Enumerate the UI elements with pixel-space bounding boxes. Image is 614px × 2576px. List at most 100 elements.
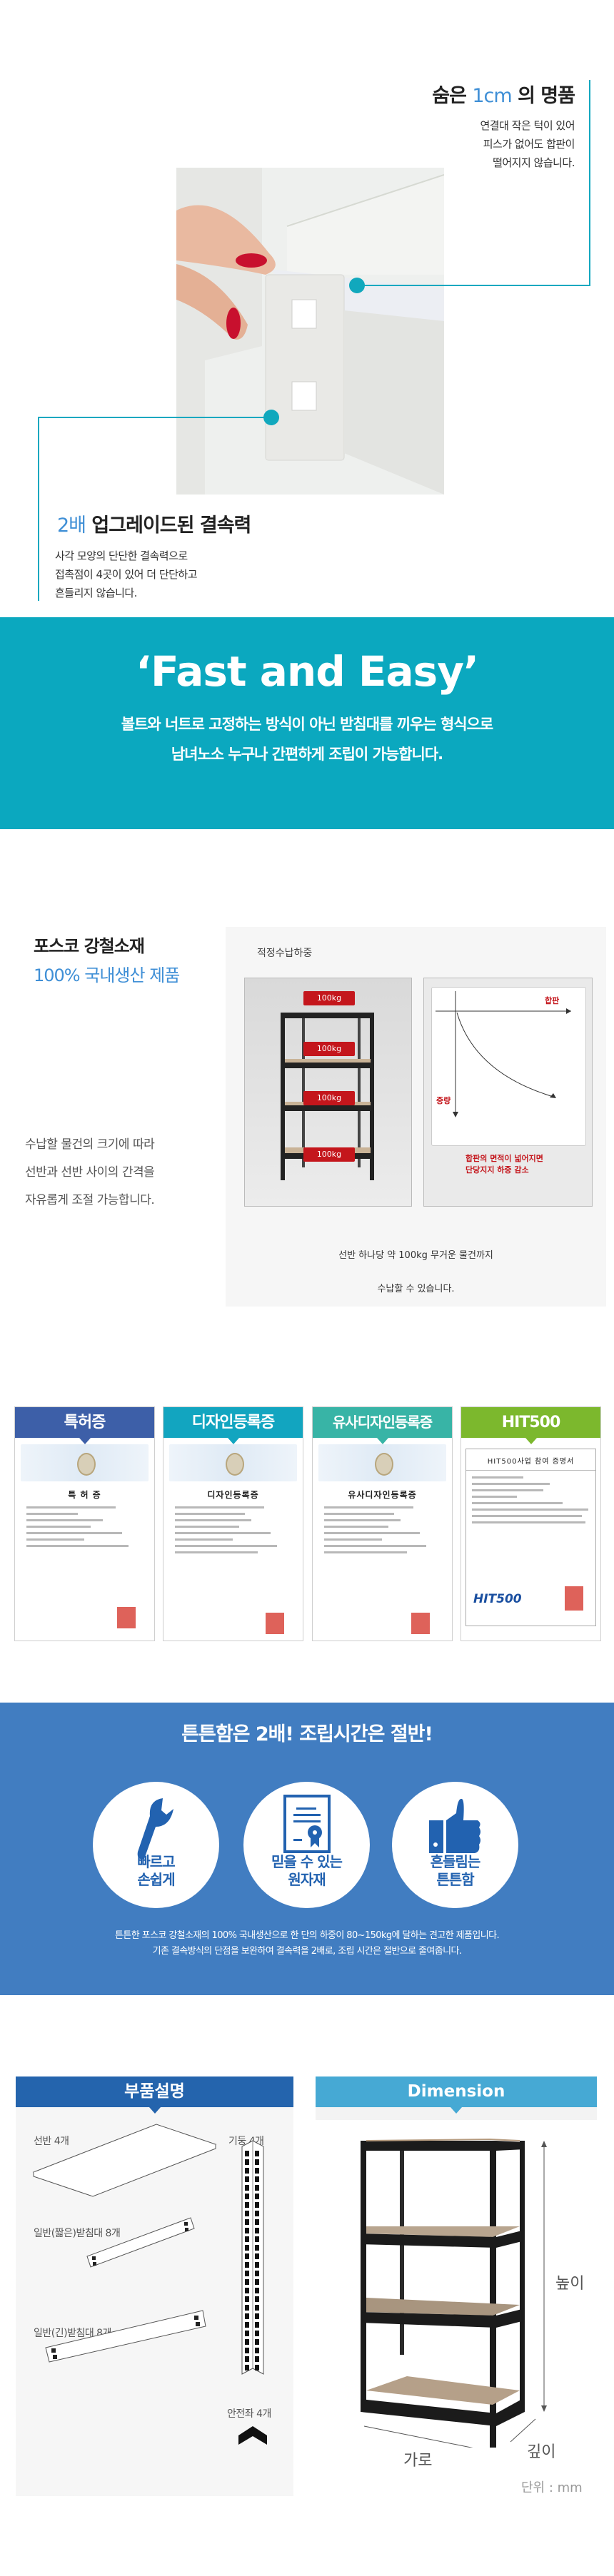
certificate-icon [283,1795,331,1853]
post-hole [245,2176,249,2182]
post-hole [255,2305,259,2311]
post-hole [255,2339,259,2345]
part-label-short-beam: 일반(짧은)받침대 8개 [34,2228,121,2239]
post-hole [245,2168,249,2174]
post-hole [245,2331,249,2336]
certificate-document: 특 허 증 [21,1444,149,1632]
desc-line: 떨어지지 않습니다. [493,156,575,169]
post-hole [255,2202,259,2208]
desc-line: 튼튼한 포스코 강철소재의 100% 국내생산으로 한 단의 하중이 80~15… [115,1930,500,1941]
seal-stamp [411,1613,430,1634]
title-suffix: 업그레이드된 결속력 [86,514,251,537]
foot-drawing [238,2426,267,2445]
shelf-tier [361,2298,525,2328]
post-hole [255,2288,259,2293]
connector-photo [176,168,444,495]
desc-line: 흔들리지 않습니다. [55,587,137,599]
caption-line: 단당지지 하중 감소 [465,1165,529,1175]
graph-caption: 합판의 면적이 넓어지면 단당지지 하중 감소 [465,1153,543,1176]
load-title: 적정수납하중 [257,948,313,959]
seal-stamp [266,1613,284,1634]
long-beam-drawing [45,2310,206,2363]
post-hole [255,2151,259,2156]
graph-x-label: 합판 [545,996,560,1005]
feature-top-title: 숨은 1cm 의 명품 [432,80,575,108]
desc-line: 피스가 없어도 합판이 [483,138,575,151]
callout-line-bottom-horizontal [38,417,271,418]
fast-easy-banner: ‘Fast and Easy’ 볼트와 너트로 고정하는 방식이 아닌 받침대를… [0,617,614,829]
post-hole [245,2253,249,2259]
post-hole [245,2194,249,2199]
callout-line-bottom-vertical [38,417,39,601]
certificate-hit500: HIT500 HIT500사업 참여 증명서 HIT500 [460,1406,601,1641]
desc-line: 기존 결속방식의 단점을 보완하여 결속력을 2배로, 조립 시간은 절반으로 … [152,1946,462,1957]
post-hole [245,2202,249,2208]
seal-stamp [565,1586,583,1611]
certificate-document: 유사디자인등록증 [318,1444,446,1634]
shelf-tier [361,2226,525,2248]
hit500-logo: HIT500 [473,1592,522,1606]
strength-title: 튼튼함은 2배! 조립시간은 절반! [181,1723,433,1745]
emblem-band [21,1444,149,1481]
feature-bottom-desc: 사각 모양의 단단한 결속력으로 접촉점이 4곳이 있어 더 단단하고 흔들리지… [55,547,198,602]
post-hole [245,2271,249,2276]
post-hole [255,2296,259,2302]
post-hole [255,2159,259,2165]
wrench-icon [137,1798,173,1860]
post-hole [245,2151,249,2156]
post-hole [245,2228,249,2233]
strength-desc: 튼튼한 포스코 강철소재의 100% 국내생산으로 한 단의 하중이 80~15… [0,1928,614,1959]
material-desc: 수납할 물건의 크기에 따라 선반과 선반 사이의 간격을 자유롭게 조절 가능… [25,1131,155,1215]
post-hole [255,2348,259,2353]
post-hole [255,2313,259,2319]
callout-line-top-horizontal [361,285,590,286]
post-hole [245,2262,249,2268]
title-highlight: 1cm [472,85,512,107]
post-hole [255,2176,259,2182]
width-label: 가로 [403,2452,433,2470]
seal-stamp [117,1607,136,1628]
doc-title: 특 허 증 [68,1490,101,1500]
load-panel: 적정수납하중 100kg 100kg 100kg 100kg [226,927,606,1307]
emblem-band [169,1444,297,1481]
short-beam-drawing [86,2217,195,2268]
desc-line: 자유롭게 조절 가능합니다. [25,1193,155,1207]
title-highlight: 2배 [57,514,86,537]
doc-title: 디자인등록증 [207,1490,259,1500]
dimension-panel [316,2107,597,2120]
load-badge: 100kg [303,1091,355,1105]
desc-line: 선반과 선반 사이의 간격을 [25,1165,155,1180]
certificate-document: 디자인등록증 [169,1444,297,1634]
post-hole [255,2262,259,2268]
depth-label: 깊이 [527,2443,556,2461]
doc-title: HIT500사업 참여 증명서 [466,1455,595,1471]
post-hole [245,2313,249,2319]
graph-area: 합판 중량 [431,987,586,1146]
post-hole [245,2356,249,2362]
post-hole [255,2219,259,2225]
post-hole [245,2288,249,2293]
certificate-title: 특허증 [15,1407,154,1444]
shelf-load-image: 100kg 100kg 100kg 100kg [244,978,412,1207]
post-hole [245,2185,249,2191]
post-hole [255,2365,259,2370]
post-hole [245,2219,249,2225]
banner-title: ‘Fast and Easy’ [135,647,479,696]
certificate-document: HIT500사업 참여 증명서 HIT500 [465,1449,596,1626]
shelf-unit-drawing [361,2138,547,2448]
load-badge: 100kg [303,991,355,1005]
feature-top-desc: 연결대 작은 턱이 있어 피스가 없어도 합판이 떨어지지 않습니다. [480,116,575,172]
height-label: 높이 [555,2275,585,2293]
post-hole [255,2211,259,2216]
certificate-similar-design: 유사디자인등록증 유사디자인등록증 [312,1406,453,1641]
post-hole [245,2159,249,2165]
bottom-line: 선반 하나당 약 100kg 무거운 물건까지 [338,1250,493,1261]
post-hole [245,2279,249,2285]
desc-line: 수납할 물건의 크기에 따라 [25,1137,155,1152]
post-hole [255,2279,259,2285]
shelf-tier [361,2138,525,2151]
dimension-header: Dimension [316,2076,597,2114]
